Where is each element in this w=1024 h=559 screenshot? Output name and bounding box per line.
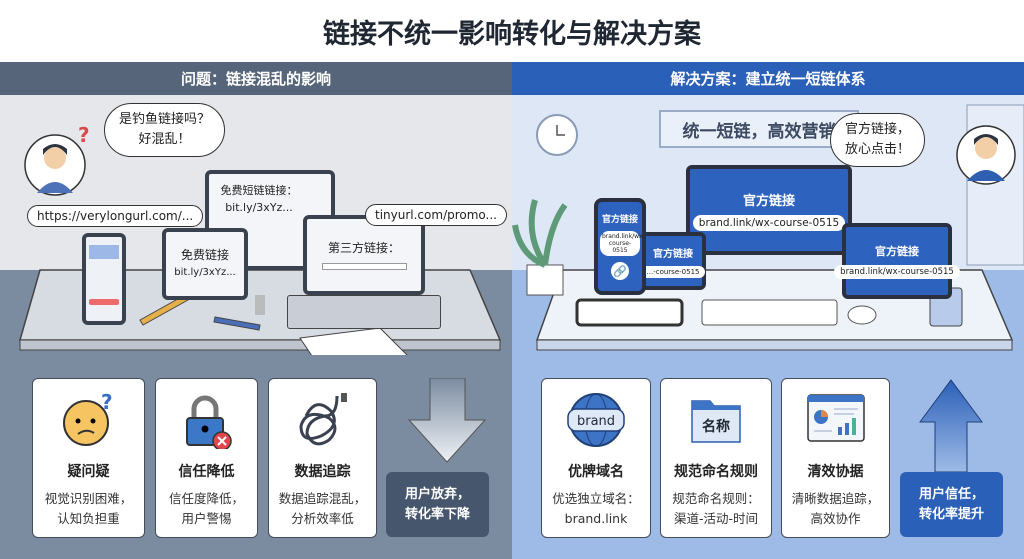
tablet-free-link: 免费链接 bit.ly/3xYz... [162, 228, 248, 300]
tablet-url: bit.ly/3xYz... [174, 267, 236, 278]
tablet-url: ...-course-0515 [640, 265, 706, 278]
card-title: 清效协据 [807, 464, 864, 480]
monitor-official-link: 官方链接 brand.link/wx-course-0515 [686, 165, 852, 255]
card-data-collab: 清效协据 清晰数据追踪， 高效协作 [781, 378, 890, 538]
svg-text:?: ? [78, 123, 90, 147]
monitor-url[interactable]: brand.link/wx-course-0515 [692, 214, 846, 231]
lock-error-icon [156, 391, 257, 449]
card-desc: 规范命名规则： 渠道-活动-时间 [672, 491, 760, 526]
solution-header: 解决方案：建立统一短链体系 [512, 62, 1024, 95]
tangled-cable-icon [269, 391, 376, 449]
card-title: 规范命名规则 [674, 464, 758, 480]
card-desc: 视觉识别困难， 认知负担重 [44, 491, 133, 526]
tablet-official-link: 官方链接 ...-course-0515 [640, 232, 706, 290]
laptop-official-link: 官方链接 brand.link/wx-course-0515 [834, 223, 960, 299]
card-title: 数据追踪 [294, 464, 351, 480]
link-icon: 🔗 [611, 262, 629, 280]
down-arrow-icon [407, 378, 487, 463]
phone-label: 官方链接 [601, 215, 638, 225]
card-desc: 信任度降低， 用户警惕 [168, 491, 244, 526]
problem-result: 用户放弃， 转化率下降 [386, 472, 489, 537]
up-arrow-icon [919, 379, 983, 472]
card-brand-domain: brand 优牌域名 优选独立域名： brand.link [541, 378, 651, 538]
monitor-url: bit.ly/3xYz... [225, 201, 293, 214]
phone-official-link: 官方链接 brand.link/wx-course-0515 🔗 [594, 198, 646, 295]
card-data-tracking: 数据追踪 数据追踪混乱， 分析效率低 [268, 378, 377, 538]
card-naming-rules: 名称 规范命名规则 规范命名规则： 渠道-活动-时间 [660, 378, 772, 538]
problem-scene: ? 是钓鱼链接吗？ 好混乱！ https://verylongurl.com/.… [0, 95, 512, 355]
laptop-keyboard [287, 295, 441, 329]
tablet-label: 官方链接 [653, 248, 693, 260]
confused-face-icon: ? [33, 391, 144, 449]
brand-globe-icon: brand [542, 391, 650, 449]
problem-header: 问题：链接混乱的影响 [0, 62, 512, 95]
monitor-label: 官方链接 [742, 193, 795, 209]
marketing-banner: 统一短链，高效营销 [659, 110, 859, 148]
brand-badge-text: brand [577, 414, 615, 429]
tablet-label: 免费链接 [180, 248, 229, 262]
card-title: 信任降低 [178, 464, 235, 480]
url-input-bar [321, 263, 407, 270]
laptop-url[interactable]: brand.link/wx-course-0515 [834, 265, 960, 279]
card-desc: 数据追踪混乱， 分析效率低 [278, 491, 367, 526]
card-title: 疑问疑 [67, 464, 110, 480]
trust-thought-bubble: 官方链接， 放心点击！ [830, 113, 926, 167]
monitor-label: 免费短链链接： [220, 184, 298, 197]
card-trust-drop: 信任降低 信任度降低， 用户警惕 [155, 378, 258, 538]
card-title: 优牌域名 [568, 464, 624, 480]
dashboard-chart-icon [782, 391, 889, 449]
laptop-label: 第三方链接： [327, 241, 400, 255]
card-confusion: ? 疑问疑 视觉识别困难， 认知负担重 [32, 378, 145, 538]
phone-device [82, 233, 126, 325]
long-url-bubble: https://verylongurl.com/... [27, 205, 204, 227]
laptop-third-party: 第三方链接： [303, 215, 425, 295]
page-title: 链接不统一影响转化与解决方案 [323, 18, 701, 50]
card-desc: 清晰数据追踪， 高效协作 [791, 491, 880, 526]
solution-scene: 统一短链，高效营销 官方链接， 放心点击！ 官方链接 brand.link/wx… [512, 95, 1024, 355]
laptop-label: 官方链接 [875, 245, 919, 258]
phone-url: brand.link/wx-course-0515 [600, 231, 645, 256]
card-desc: 优选独立域名： brand.link [552, 491, 640, 526]
solution-result: 用户信任， 转化率提升 [900, 472, 1003, 537]
name-badge-text: 名称 [702, 418, 730, 435]
confused-thought-bubble: 是钓鱼链接吗？ 好混乱！ [104, 103, 226, 157]
name-folder-icon: 名称 [661, 391, 771, 449]
svg-text:?: ? [101, 391, 113, 414]
tinyurl-bubble: tinyurl.com/promo... [365, 204, 507, 226]
